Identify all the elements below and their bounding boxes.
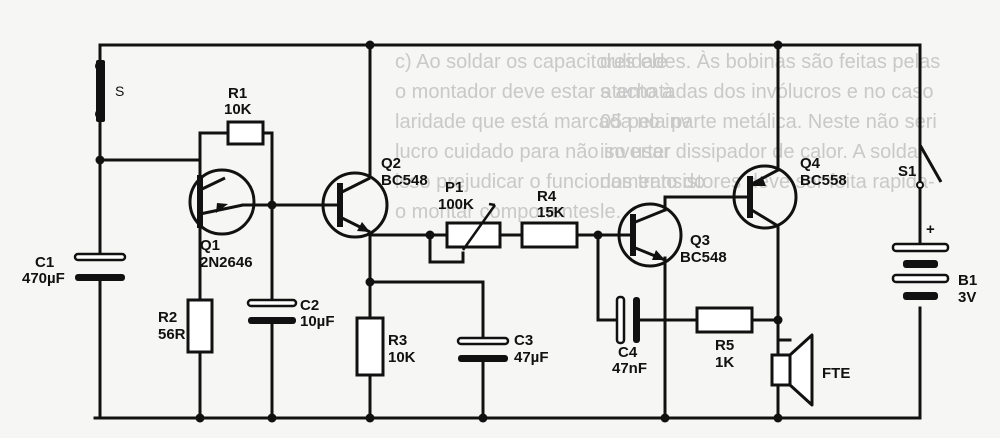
transistor-q1: Q1 2N2646	[188, 168, 256, 271]
r3-name: R3	[388, 332, 407, 349]
background-text-right: dulidades. Às bobinas são feitas pelas s…	[600, 50, 940, 223]
b1-polarity: +	[926, 221, 935, 238]
p1-name: P1	[445, 179, 463, 196]
junction-dot	[267, 200, 277, 210]
b1-name: B1	[958, 272, 977, 289]
junction-dot	[365, 277, 375, 287]
b1-value: 3V	[958, 289, 976, 306]
r1-name: R1	[228, 85, 247, 102]
capacitor-c2: C2 10µF	[246, 297, 335, 330]
junction-dot	[95, 155, 105, 165]
junction-dot	[365, 413, 375, 423]
bg-text-line: o montar componentes	[395, 201, 600, 223]
bg-text-line: dos transistores deve ser feita rapida-	[600, 171, 935, 193]
r1-value: 10K	[224, 101, 252, 118]
q1-name: Q1	[200, 237, 220, 254]
r4-value: 15K	[537, 204, 565, 221]
wire	[596, 233, 619, 322]
junction-dot	[365, 40, 375, 50]
r2-name: R2	[158, 309, 177, 326]
c3-value: 47µF	[514, 349, 549, 366]
transistor-q4: Q4 BC558	[732, 155, 847, 230]
bg-text-line: lucro cuidado para não inverter	[395, 141, 671, 163]
junction-dot	[195, 413, 205, 423]
c4-value: 47nF	[612, 360, 647, 377]
resistor-r2: R2 56R	[158, 298, 214, 354]
capacitor-c4: C4 47nF	[612, 295, 647, 377]
bg-text-line: laridade que está marcada no inv	[395, 111, 691, 133]
bg-text-line: iso usar dissipador de calor. A solda-	[600, 141, 925, 163]
junction-dot	[773, 315, 783, 325]
battery-b1: + B1 3V	[891, 221, 977, 306]
wire	[261, 131, 274, 207]
switch-s1: S1	[898, 144, 943, 189]
capacitor-c1: C1 470µF	[22, 252, 127, 287]
junction-dot	[425, 230, 435, 240]
c3-name: C3	[514, 332, 533, 349]
switch-s-label: S	[115, 83, 124, 99]
q1-part: 2N2646	[200, 254, 253, 271]
q4-name: Q4	[800, 155, 821, 172]
switch-s: S	[95, 60, 124, 122]
resistor-r4: R4 15K	[520, 188, 579, 249]
junction-dot	[660, 413, 670, 423]
q3-part: BC548	[680, 249, 727, 266]
speaker-label: FTE	[822, 365, 850, 382]
junction-dot	[267, 413, 277, 423]
junction-dot	[773, 413, 783, 423]
wire	[663, 195, 744, 212]
background-text-left: c) Ao soldar os capacitores ele o montad…	[395, 51, 705, 223]
bg-text-line: 05 pela parte metálica. Neste não seri	[600, 111, 937, 133]
q2-name: Q2	[381, 155, 401, 172]
bg-text-line: isso prejudicar o funcionamento do	[395, 171, 705, 193]
resistor-r1: R1 10K	[224, 85, 265, 146]
c2-name: C2	[300, 297, 319, 314]
bg-text-line: o montador deve estar atento à	[395, 81, 674, 103]
s1-label: S1	[898, 163, 916, 180]
r5-value: 1K	[715, 354, 734, 371]
speaker-fte: FTE	[770, 333, 850, 407]
r3-value: 10K	[388, 349, 416, 366]
resistor-r5: R5 1K	[695, 306, 754, 371]
r5-name: R5	[715, 337, 734, 354]
wire	[368, 280, 485, 340]
q4-part: BC558	[800, 172, 847, 189]
bg-text-line: s achatadas dos invólucros e no caso	[600, 81, 934, 103]
r4-name: R4	[537, 188, 557, 205]
c2-value: 10µF	[300, 313, 335, 330]
junction-dot	[593, 230, 603, 240]
junction-dot	[773, 40, 783, 50]
r2-value: 56R	[158, 326, 186, 343]
p1-value: 100K	[438, 196, 474, 213]
q2-part: BC548	[381, 172, 428, 189]
q3-name: Q3	[690, 232, 710, 249]
junction-dot	[478, 413, 488, 423]
capacitor-c3: C3 47µF	[456, 332, 549, 366]
wire	[428, 233, 465, 264]
bg-text-line: le.	[600, 201, 621, 223]
potentiometer-p1: P1 100K	[438, 179, 502, 251]
bg-text-line: dulidades. Às bobinas são feitas pelas	[600, 50, 940, 73]
bg-text-line: c) Ao soldar os capacitores ele	[395, 51, 667, 73]
resistor-r3: R3 10K	[355, 316, 416, 377]
c1-name: C1	[35, 254, 54, 271]
c4-name: C4	[618, 344, 638, 361]
c1-value: 470µF	[22, 270, 65, 287]
junctions	[95, 40, 783, 423]
transistor-q2: Q2 BC548	[321, 155, 428, 239]
transistor-q3: Q3 BC548	[617, 202, 727, 268]
